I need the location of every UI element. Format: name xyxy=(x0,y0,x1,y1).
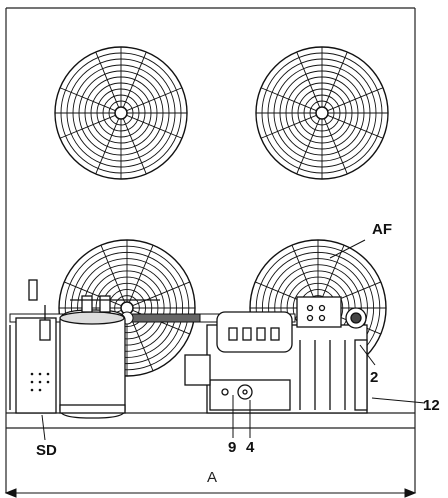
label-2: 2 xyxy=(370,369,378,386)
fan-guard-top-right xyxy=(255,46,389,180)
label-af: AF xyxy=(372,221,392,238)
leader-lines xyxy=(41,239,426,441)
suction-pipe xyxy=(9,311,296,325)
liquid-receiver xyxy=(59,295,160,419)
fan-guard-top-left xyxy=(54,46,188,180)
label-dimension-a: A xyxy=(207,469,217,486)
sd-control-box xyxy=(9,279,57,414)
label-12: 12 xyxy=(423,397,440,414)
label-9: 9 xyxy=(228,439,236,456)
dimension-arrow xyxy=(4,488,417,498)
compressor xyxy=(184,296,368,414)
label-sd: SD xyxy=(36,442,57,459)
label-4: 4 xyxy=(246,439,255,456)
